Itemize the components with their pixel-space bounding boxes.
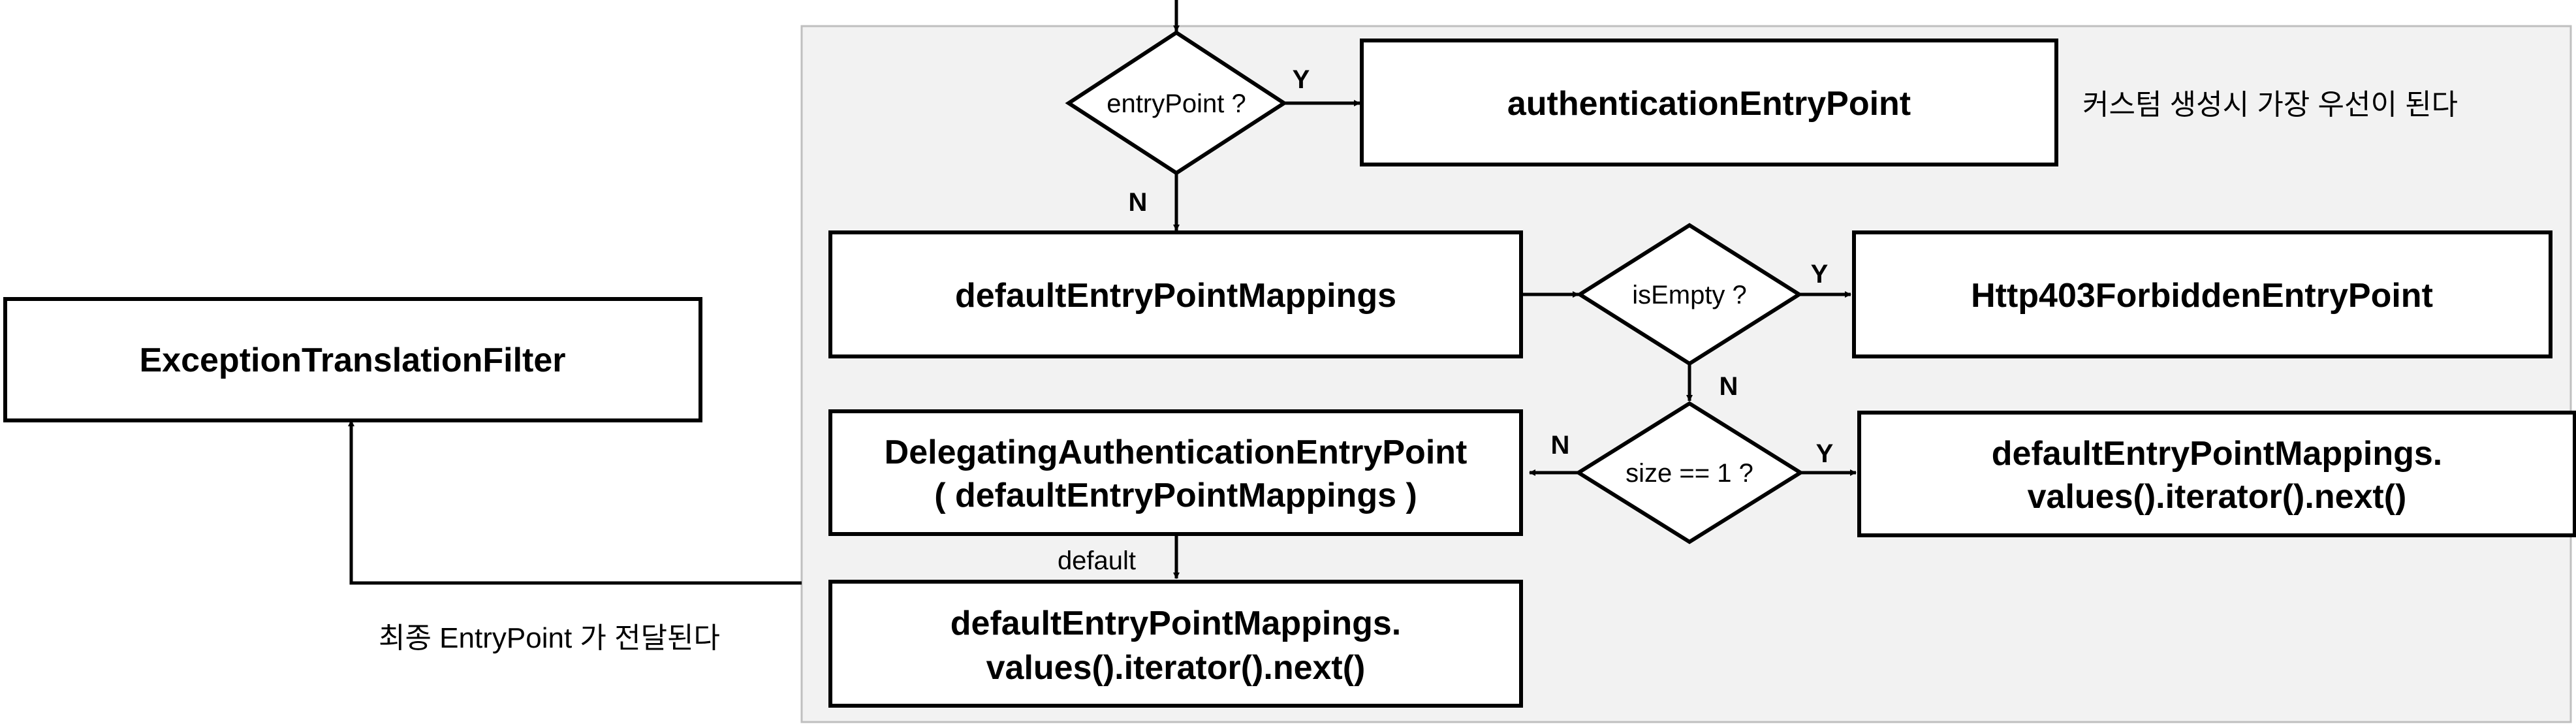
delegating-entry-point-label-line2: ( defaultEntryPointMappings ) (934, 477, 1417, 514)
entry-point-yes-label: Y (1293, 65, 1310, 94)
default-entry-point-mappings-box: defaultEntryPointMappings (828, 230, 1523, 358)
default-mapping-label-line1: defaultEntryPointMappings. (950, 605, 1401, 642)
single-mapping-box: defaultEntryPointMappings. values().iter… (1857, 411, 2576, 537)
authentication-entry-point-label: authenticationEntryPoint (1507, 85, 1911, 123)
http403-forbidden-entry-point-box: Http403ForbiddenEntryPoint (1852, 230, 2552, 358)
authentication-entry-point-box: authenticationEntryPoint (1360, 39, 2058, 166)
size-one-no-label: N (1551, 431, 1570, 460)
default-edge-label: default (1058, 546, 1136, 575)
is-empty-decision-label: isEmpty ? (1632, 281, 1747, 309)
size-one-yes-label: Y (1816, 439, 1834, 468)
entry-point-no-label: N (1129, 188, 1148, 217)
entry-point-decision: entryPoint ? (1065, 30, 1288, 176)
custom-priority-note: 커스텀 생성시 가장 우선이 된다 (2082, 89, 2458, 121)
is-empty-no-label: N (1720, 372, 1738, 401)
http403-forbidden-entry-point-label: Http403ForbiddenEntryPoint (1971, 277, 2433, 315)
exception-translation-filter-label: ExceptionTranslationFilter (139, 341, 565, 379)
is-empty-decision: isEmpty ? (1576, 223, 1803, 366)
size-one-decision-label: size == 1 ? (1626, 459, 1753, 488)
result-return-arrow (348, 420, 802, 585)
default-mapping-box: defaultEntryPointMappings. values().iter… (828, 580, 1523, 708)
delegating-entry-point-box: DelegatingAuthenticationEntryPoint ( def… (828, 409, 1523, 536)
is-empty-yes-label: Y (1811, 260, 1829, 289)
entry-point-decision-label: entryPoint ? (1107, 89, 1246, 118)
delegating-entry-point-label-line1: DelegatingAuthenticationEntryPoint (885, 433, 1468, 471)
default-mapping-label-line2: values().iterator().next() (986, 649, 1366, 687)
size-one-decision: size == 1 ? (1575, 401, 1804, 544)
exception-translation-filter-box: ExceptionTranslationFilter (3, 297, 702, 422)
default-entry-point-mappings-label: defaultEntryPointMappings (955, 277, 1396, 315)
single-mapping-label-line2: values().iterator().next() (2028, 478, 2407, 516)
connectors (348, 0, 1857, 585)
final-entry-point-note: 최종 EntryPoint 가 전달된다 (379, 622, 720, 654)
single-mapping-label-line1: defaultEntryPointMappings. (1992, 435, 2442, 473)
